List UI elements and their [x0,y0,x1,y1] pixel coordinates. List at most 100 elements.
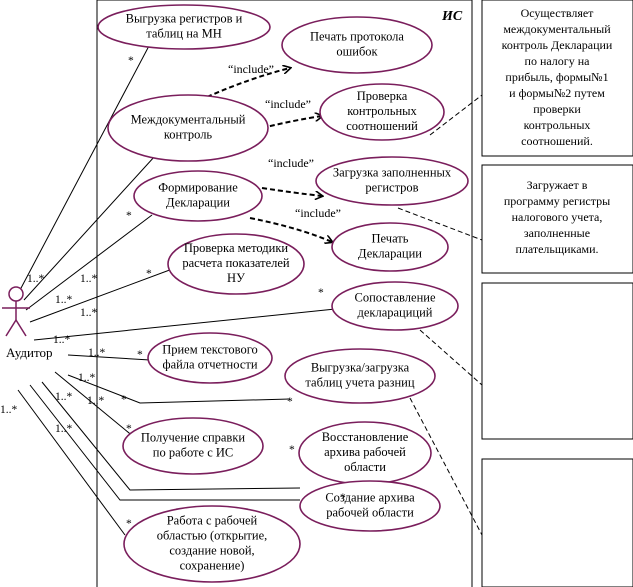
label-line: контрольных [347,104,417,118]
mult-star: * [287,396,293,408]
note-load-box [481,164,633,274]
mult-star: * [121,394,127,406]
label-line: и формы№2 путем [509,86,605,100]
label-line: программу регистры [504,194,610,208]
label-line: прибыль, формы№1 [505,70,608,84]
note-empty-box-1 [481,282,633,440]
associations [17,43,346,536]
label-line: контрольных [524,118,591,132]
assoc-restore [41,381,301,491]
system-boundary: ИС [96,0,473,587]
anchor-load [397,207,483,241]
mult-star: * [126,210,132,222]
actor-auditor[interactable]: Аудитор [2,286,53,360]
label-line: Выгрузка регистров и [126,11,243,25]
assoc-create-archive [29,384,300,501]
label-line: контроль Декларации [502,38,613,52]
mult-one-many: 1..* [88,347,106,359]
label-line: Получение справки [141,430,245,444]
assoc-check-method [29,267,176,323]
label-line: таблиц учета разниц [305,375,414,389]
label-line: Работа с рабочей [167,513,258,527]
label-line: Осуществляет [521,6,595,20]
mult-one-many: 1..* [53,334,71,346]
anchor-interdoc [429,94,483,136]
label-line: расчета показателей [182,256,290,270]
assoc-export-import [67,374,291,404]
label-line: НУ [227,271,245,285]
anchor-compare [419,329,483,386]
include-label-3: “include” [268,156,314,170]
actor-name: Аудитор [6,345,53,360]
assoc-get-help [54,371,141,443]
mult-star: * [340,492,346,504]
label-line: контроль [164,127,213,141]
label-line: налогового учета, [512,210,603,224]
mult-star: * [126,423,132,435]
mult-star: * [146,268,152,280]
label-line: Создание архива [325,490,415,504]
assoc-work-area [17,389,126,536]
mult-one-many: 1..* [55,294,73,306]
label-line: регистров [365,180,418,194]
note-empty-box-2 [481,458,633,587]
label-line: декларациций [357,305,432,319]
include-arrow-print-declaration [249,217,332,242]
mult-one-many: 1..* [0,404,18,416]
assoc-compare [33,307,346,341]
include-arrow-check-ratios [261,116,322,129]
label-line: Загрузка заполненных [333,165,452,179]
label-line: Междокументальный [131,112,246,126]
label-line: ошибок [336,44,378,58]
label-line: Восстановление [322,430,409,444]
include-arrow-print-errors [206,68,290,98]
assoc-form-declaration [25,214,153,311]
label-line: рабочей области [326,505,414,519]
mult-one-many: 1..* [55,423,73,435]
mult-one-many: 1..* [80,307,98,319]
include-relations: “include” “include” “include” “include” [206,62,341,242]
label-line: областью (открытие, [157,528,268,542]
label-line: сохранение) [180,558,245,572]
label-line: Проверка методики [184,241,288,255]
include-label-2: “include” [265,97,311,111]
label-line: таблиц на МН [146,26,221,40]
mult-star: * [128,55,134,67]
actor-leg-left [5,319,17,337]
note-anchors [397,94,483,536]
system-title: ИС [441,9,463,24]
include-label-1: “include” [228,62,274,76]
label-line: заполненные [524,226,590,240]
label-line: проверки [533,102,581,116]
label-line: Прием текстового [162,342,258,356]
multiplicities: * * * * * * * * * * * 1..* 1..* 1..* 1..… [0,55,346,530]
note-interdoc-box [481,0,633,157]
label-line: файла отчетности [162,357,257,371]
mult-one-many: 1..* [27,273,45,285]
label-line: Проверка [357,89,408,103]
mult-star: * [289,444,295,456]
mult-star: * [126,518,132,530]
label-line: Печать протокола [310,29,404,43]
label-line: создание новой, [169,543,254,557]
include-arrow-load-registers [261,187,322,196]
anchor-export-import [409,397,483,536]
